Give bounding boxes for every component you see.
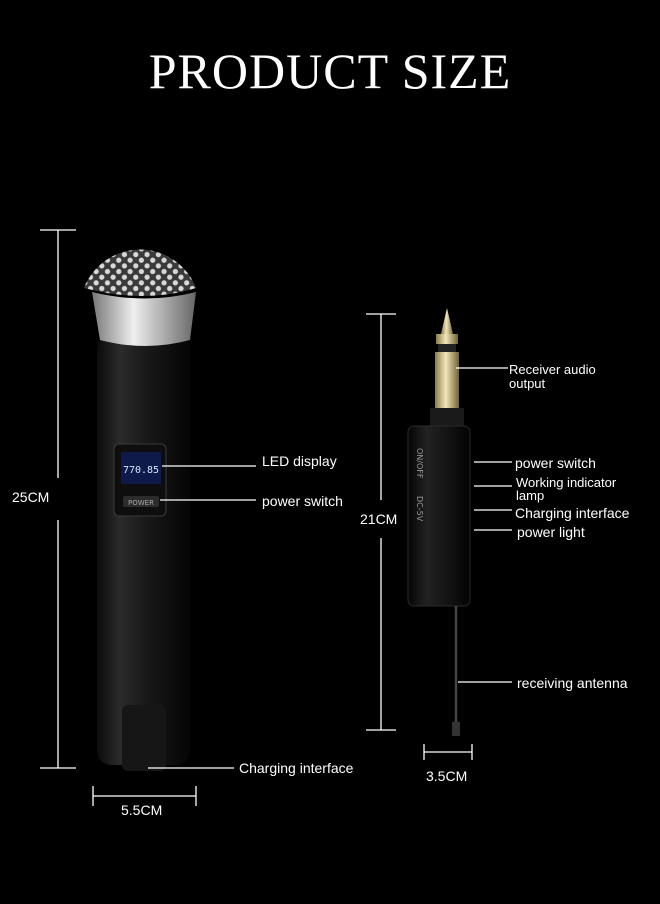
mic-power-button [123, 496, 159, 507]
receiver-width-label: 3.5CM [426, 768, 468, 784]
receiver-audio-output-line2: output [509, 376, 546, 391]
receiver-height-dimension [366, 313, 396, 731]
mic-width-dimension [92, 786, 197, 806]
receiver-indicator-line1: Working indicator [516, 475, 617, 490]
receiver-audio-output-line1: Receiver audio [509, 362, 596, 377]
receiver-width-dimension [423, 744, 473, 760]
receiver-indicator-label: Working indicator lamp [516, 476, 616, 502]
receiver-antenna-label: receiving antenna [517, 675, 628, 691]
mic-grille [84, 249, 196, 296]
receiver-indicator-line2: lamp [516, 488, 545, 503]
mic-height-label: 25CM [12, 489, 50, 505]
receiver-height-label: 21CM [360, 511, 398, 527]
receiver-dc-text: DC-5V [415, 496, 424, 522]
mic-charging-interface-label: Charging interface [239, 760, 354, 776]
mic-power-switch-label: power switch [262, 493, 343, 509]
mic-width-label: 5.5CM [121, 802, 163, 818]
mic-power-button-text: POWER [128, 499, 154, 507]
receiver: ON/OFF DC-5V [407, 308, 471, 736]
receiver-power-switch-label: power switch [515, 455, 596, 471]
mic-leader-lines [148, 465, 256, 769]
page-title: PRODUCT SIZE [148, 43, 512, 99]
led-display-label: LED display [262, 453, 337, 469]
receiver-audio-jack [435, 352, 459, 408]
led-display-screen [121, 452, 161, 484]
receiver-audio-output-label: Receiver audio output [509, 363, 596, 391]
receiver-body [407, 425, 471, 607]
mic-charging-end [122, 705, 166, 771]
led-display-text: 770.85 [123, 465, 159, 476]
receiver-charging-interface-label: Charging interface [515, 505, 630, 521]
mic-height-dimension [40, 229, 76, 769]
microphone: 770.85 POWER [84, 249, 196, 771]
receiver-leader-lines [456, 367, 512, 683]
receiver-onoff-text: ON/OFF [415, 448, 424, 479]
receiver-power-light-label: power light [517, 524, 585, 540]
mic-handle [97, 335, 190, 765]
mic-ring [92, 292, 196, 346]
